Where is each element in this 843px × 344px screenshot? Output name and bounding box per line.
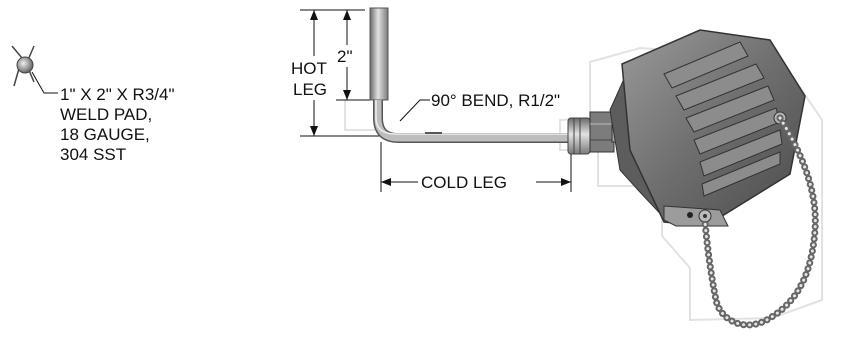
- hot-leg-label-2: LEG: [293, 80, 327, 99]
- two-inch-label: 2": [337, 47, 353, 66]
- hot-leg-label-bg: [289, 56, 329, 100]
- weld-pad-label: 1" X 2" X R3/4" WELD PAD, 18 GAUGE, 304 …: [60, 85, 175, 164]
- weld-pad-gauge: 18 GAUGE,: [60, 125, 150, 144]
- bend-label: 90° BEND, R1/2": [431, 91, 560, 110]
- bead-chain-highlight: [703, 116, 817, 327]
- cold-leg-arrowheads: [381, 178, 571, 186]
- two-inch-label-bg: [336, 45, 360, 67]
- probe-tube: [369, 7, 570, 143]
- cold-leg-label: COLD LEG: [421, 173, 507, 192]
- bend-leader: [399, 99, 430, 122]
- connection-head: [609, 29, 806, 227]
- weld-pad-size: 1" X 2" X R3/4": [60, 85, 175, 104]
- weld-pad-icon: [11, 45, 35, 87]
- dimension-arrowheads: [310, 10, 351, 136]
- weld-pad-leader: [31, 71, 58, 94]
- weld-pad-material: 304 SST: [60, 145, 126, 164]
- weld-pad-type: WELD PAD,: [60, 105, 152, 124]
- hot-leg-label-1: HOT: [291, 59, 327, 78]
